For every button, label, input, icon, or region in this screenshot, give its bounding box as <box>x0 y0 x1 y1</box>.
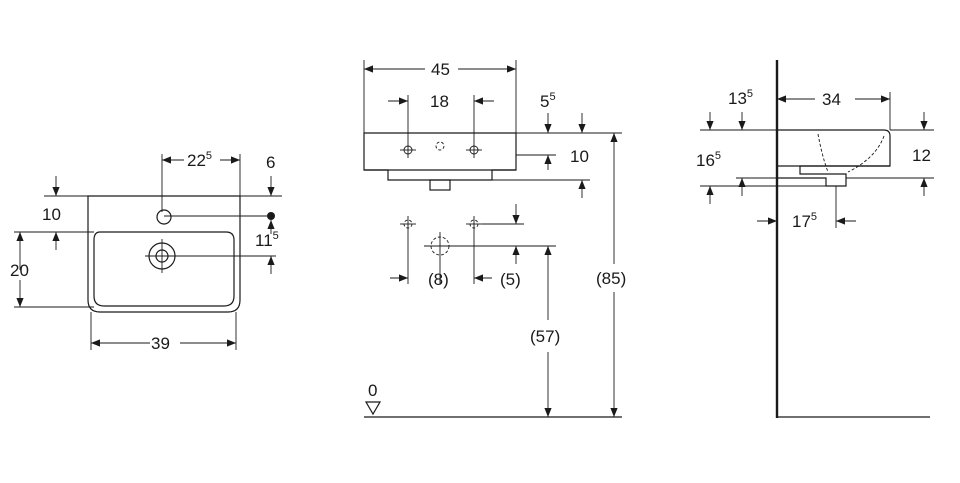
dim-right-label: 55 <box>540 91 556 111</box>
dim-tap-offset-label: 225 <box>187 150 212 170</box>
drain-stub <box>429 179 451 191</box>
overflow-dot <box>267 212 275 220</box>
tap-hole-right <box>469 145 479 155</box>
dim-bottom-label: 175 <box>792 211 817 231</box>
dim-right-label: 6 <box>266 153 275 172</box>
elevation-view: 45 18 55 10 <box>363 60 626 418</box>
dim-depth-label: 34 <box>822 90 841 109</box>
dim-depth-label: 20 <box>10 261 29 280</box>
dim-outlet-height-label: (57) <box>530 327 560 346</box>
side-view: 34 135 12 165 175 <box>696 60 934 418</box>
bowl-hidden-line <box>817 133 885 173</box>
floor-level-label: 0 <box>368 381 377 400</box>
dim-top-offset-label: 135 <box>728 88 753 108</box>
dim-tap-right-label: (5) <box>500 270 521 289</box>
tap-hole <box>156 209 172 225</box>
dim-top-label: 10 <box>42 205 61 224</box>
dim-width-label: 39 <box>151 334 170 353</box>
basin-outline-side <box>777 129 891 187</box>
supply-right <box>469 219 479 229</box>
basin-outline-elevation <box>363 132 517 181</box>
basin-bowl-front <box>93 231 235 307</box>
dim-height-label: 10 <box>570 147 589 166</box>
dim-overflow-label: 115 <box>255 230 279 250</box>
supply-left <box>403 219 413 229</box>
dim-total-height-label: (85) <box>596 269 626 288</box>
dim-left-label: 165 <box>696 150 721 170</box>
overflow-hole <box>435 141 445 151</box>
dim-height-label: 12 <box>912 146 931 165</box>
dim-tap-spacing-label: 18 <box>430 92 449 111</box>
basin-outline-front <box>87 195 241 313</box>
dim-width-label: 45 <box>431 60 450 79</box>
front-view: 10 20 39 225 6 115 <box>10 150 282 353</box>
tap-hole-left <box>403 145 413 155</box>
floor-level-symbol <box>364 401 382 416</box>
dim-tap-center-label: (8) <box>428 270 449 289</box>
